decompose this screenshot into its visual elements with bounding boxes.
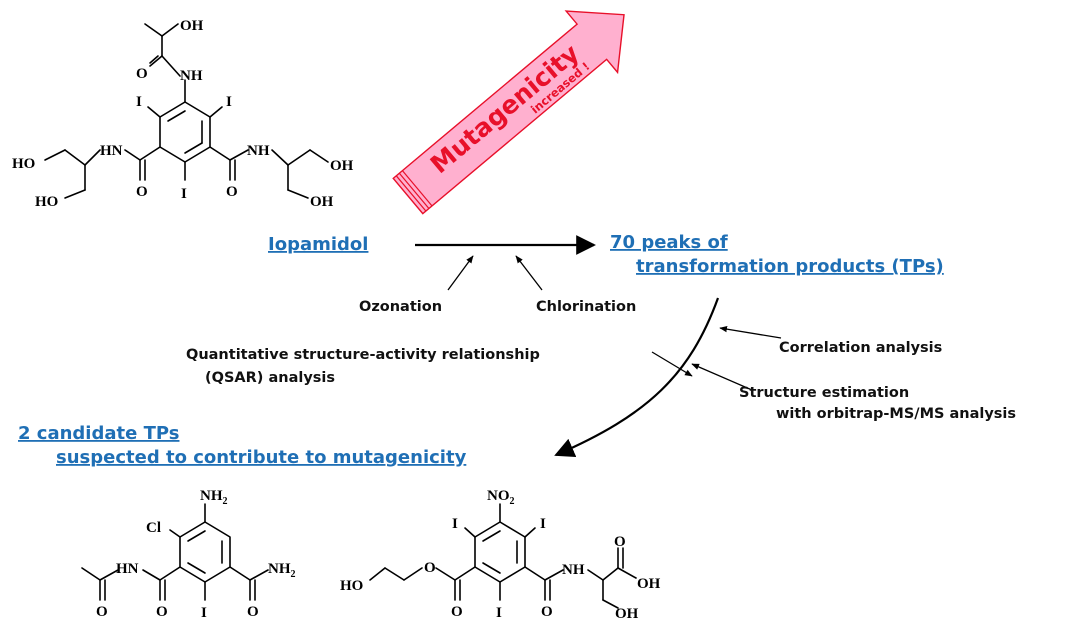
atom-o: O xyxy=(247,604,259,620)
chlorination-arrow xyxy=(515,255,543,291)
tps-node-line1: 70 peaks of xyxy=(610,232,728,253)
candidates-node-line2: suspected to contribute to mutagenicity xyxy=(56,447,467,468)
chlorination-label: Chlorination xyxy=(536,299,636,315)
structure-label-line2: with orbitrap-MS/MS analysis xyxy=(776,406,1016,422)
atom-o: O xyxy=(136,184,148,200)
qsar-label-line2: (QSAR) analysis xyxy=(205,370,335,386)
atom-i: I xyxy=(496,605,502,621)
atom-nh: NH xyxy=(247,143,270,159)
candidate-tp1-structure: NH2 Cl I HN O O O NH2 xyxy=(81,488,296,621)
correlation-label: Correlation analysis xyxy=(779,340,942,356)
atom-oh: OH xyxy=(180,18,204,34)
iopamidol-node: Iopamidol xyxy=(268,234,368,255)
atom-i: I xyxy=(540,516,546,532)
candidates-node-line1: 2 candidate TPs xyxy=(18,423,179,444)
atom-o: O xyxy=(541,604,553,620)
atom-oh: OH xyxy=(330,158,354,174)
identification-curve-arrow xyxy=(554,297,720,457)
atom-ho: HO xyxy=(35,194,58,210)
qsar-label-line1: Quantitative structure-activity relation… xyxy=(186,347,540,363)
atom-ho: HO xyxy=(340,578,363,594)
atom-o: O xyxy=(451,604,463,620)
atom-nh: NH xyxy=(180,68,203,84)
atom-oh: OH xyxy=(637,576,661,592)
mutagenicity-label: Mutagenicity xyxy=(425,39,585,180)
atom-o: O xyxy=(226,184,238,200)
atom-i: I xyxy=(181,186,187,202)
tps-node-line2: transformation products (TPs) xyxy=(636,256,944,277)
atom-hn: HN xyxy=(100,143,123,159)
atom-no2: NO2 xyxy=(487,488,515,507)
atom-o: O xyxy=(614,534,626,550)
ozonation-arrow xyxy=(447,255,474,291)
iopamidol-structure: OH NH O I I I HN NH O O HO HO OH OH xyxy=(12,18,354,210)
atom-i: I xyxy=(136,94,142,110)
atom-i: I xyxy=(452,516,458,532)
correlation-arrow xyxy=(719,326,782,339)
atom-ho: HO xyxy=(12,156,35,172)
ozonation-label: Ozonation xyxy=(359,299,442,315)
structure-estimation-arrow xyxy=(691,363,753,391)
qsar-arrow xyxy=(651,351,693,377)
atom-o: O xyxy=(156,604,168,620)
atom-o: O xyxy=(136,66,148,82)
atom-nh: NH xyxy=(562,562,585,578)
structure-label-line1: Structure estimation xyxy=(739,385,909,401)
atom-i: I xyxy=(226,94,232,110)
atom-oh: OH xyxy=(310,194,334,210)
atom-nh2: NH2 xyxy=(268,561,296,580)
mutagenicity-arrow: Mutagenicity increased ! xyxy=(392,10,625,215)
atom-o: O xyxy=(96,604,108,620)
atom-o: O xyxy=(424,560,436,576)
atom-n: NH2 xyxy=(200,488,228,507)
atom-cl: Cl xyxy=(146,520,161,536)
atom-i: I xyxy=(201,605,207,621)
atom-hn: HN xyxy=(116,561,139,577)
candidate-tp2-structure: NO2 I I I O O O O HO NH OH OH xyxy=(340,488,661,621)
atom-oh: OH xyxy=(615,606,639,621)
